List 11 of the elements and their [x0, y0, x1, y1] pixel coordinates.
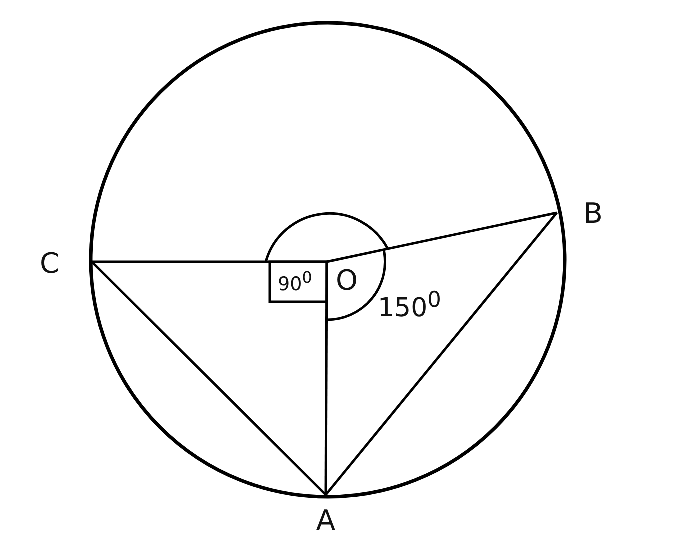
line-segment — [91, 261, 327, 496]
line-segment — [324, 262, 328, 495]
angle-label: 90$^{0}$ — [278, 268, 312, 296]
vertex-label: O — [327, 262, 367, 298]
line-segment — [325, 212, 558, 496]
vertex-label: C — [40, 245, 92, 281]
vertex-label: B — [557, 193, 603, 233]
line-segment — [92, 260, 327, 264]
line-segment — [326, 212, 558, 264]
angle-label: 150$^{0}$ — [378, 288, 442, 324]
vertex-label: A — [306, 495, 346, 537]
